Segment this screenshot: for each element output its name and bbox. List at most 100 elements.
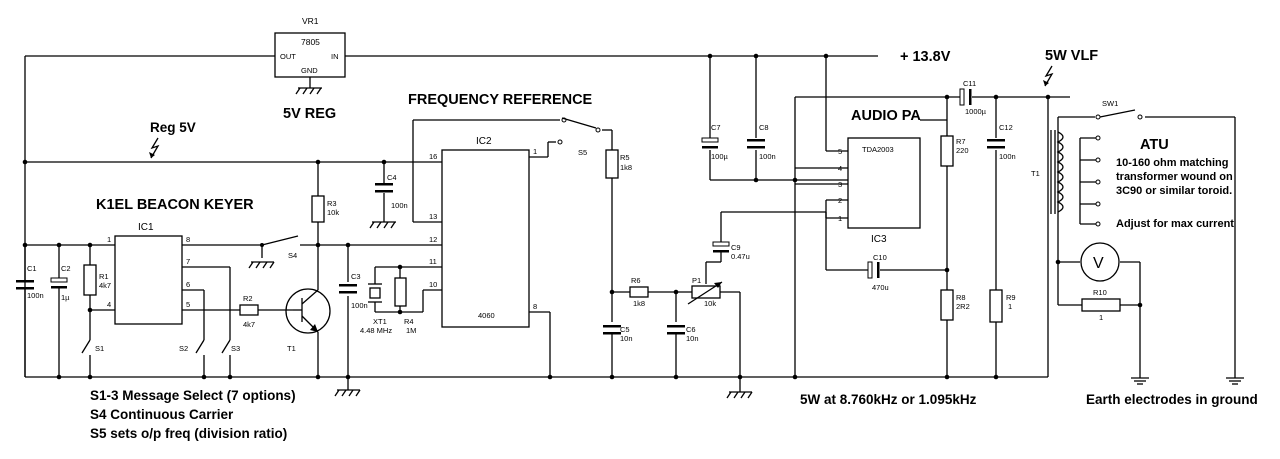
ic3-pin1: 1 xyxy=(838,214,842,223)
svg-text:10k: 10k xyxy=(327,208,339,217)
svg-text:C8: C8 xyxy=(759,123,769,132)
c7-capacitor: C7 100µ xyxy=(701,123,729,161)
atu-note-adjust: Adjust for max current xyxy=(1116,218,1234,230)
svg-text:S2: S2 xyxy=(179,344,188,353)
reg5v-label: Reg 5V xyxy=(150,120,196,135)
s3-switch: S3 xyxy=(221,339,240,354)
svg-text:1µ: 1µ xyxy=(61,293,70,302)
svg-text:C11: C11 xyxy=(963,79,976,88)
ic1-pin5: 5 xyxy=(186,300,190,309)
ic2-pin13: 13 xyxy=(429,212,437,221)
svg-text:R4: R4 xyxy=(404,317,414,326)
svg-text:C1: C1 xyxy=(27,264,37,273)
svg-text:100n: 100n xyxy=(391,201,408,210)
svg-text:4k7: 4k7 xyxy=(99,281,111,290)
atu-note-2: transformer wound on xyxy=(1116,171,1233,183)
ic1-pin7: 7 xyxy=(186,257,190,266)
svg-text:C9: C9 xyxy=(731,243,741,252)
vr1-gnd-label: GND xyxy=(301,66,318,75)
s2-switch: S2 xyxy=(179,339,205,354)
c5-capacitor: C5 10n xyxy=(603,325,633,343)
svg-text:R1: R1 xyxy=(99,272,109,281)
c10-capacitor: C10 470u xyxy=(867,253,889,292)
switches: S1 S2 S3 S4 xyxy=(81,99,1143,354)
r1-resistor: R1 4k7 xyxy=(83,264,111,296)
c1-capacitor: C1 100n xyxy=(16,264,44,300)
c11-capacitor: C11 1000µ xyxy=(959,79,987,116)
svg-text:0.47u: 0.47u xyxy=(731,252,750,261)
ic2-divider: IC2 4060 16 1 13 12 11 10 8 xyxy=(429,136,537,328)
s5-switch: S5 xyxy=(557,117,601,157)
r7-resistor: R7 220 xyxy=(940,135,969,167)
note-earth: Earth electrodes in ground xyxy=(1086,392,1258,407)
c6-capacitor: C6 10n xyxy=(667,325,699,343)
ic3-part: TDA2003 xyxy=(862,145,894,154)
svg-text:1: 1 xyxy=(1008,302,1012,311)
keyer-title: K1EL BEACON KEYER xyxy=(96,197,254,213)
annotations: K1EL BEACON KEYER FREQUENCY REFERENCE AU… xyxy=(90,48,1258,441)
r10-resistor: R10 1 xyxy=(1081,288,1121,322)
ic3-ref: IC3 xyxy=(871,234,887,245)
resistors: R1 4k7 R2 4k7 R3 10k R4 1M R5 1k8 R6 1k8 xyxy=(83,135,1121,335)
note-output: 5W at 8.760kHz or 1.095kHz xyxy=(800,392,977,407)
svg-text:C3: C3 xyxy=(351,272,361,281)
svg-text:R5: R5 xyxy=(620,153,630,162)
svg-text:10n: 10n xyxy=(686,334,699,343)
ground-symbol xyxy=(369,221,396,229)
ic1-pin1: 1 xyxy=(107,235,111,244)
r4-resistor: R4 1M xyxy=(394,277,416,335)
svg-text:R10: R10 xyxy=(1093,288,1107,297)
atu-title: ATU xyxy=(1140,137,1169,153)
svg-text:100n: 100n xyxy=(351,301,368,310)
svg-text:C7: C7 xyxy=(711,123,721,132)
supply-label: + 13.8V xyxy=(900,49,951,65)
ic1-ref: IC1 xyxy=(138,222,154,233)
ic2-ref: IC2 xyxy=(476,136,492,147)
ic3-pin3: 3 xyxy=(838,180,842,189)
rail-arrow-icons xyxy=(149,65,1054,159)
svg-text:10n: 10n xyxy=(620,334,633,343)
ic3-amplifier: IC3 TDA2003 5 4 3 2 1 xyxy=(838,137,921,245)
sw1-switch: SW1 xyxy=(1095,99,1143,120)
p1-potentiometer: P1 10k xyxy=(687,276,723,308)
svg-text:C6: C6 xyxy=(686,325,696,334)
svg-text:4.48 MHz: 4.48 MHz xyxy=(360,326,392,335)
svg-text:C12: C12 xyxy=(999,123,1013,132)
atu-note-1: 10-160 ohm matching xyxy=(1116,157,1228,169)
ic2-pin8: 8 xyxy=(533,302,537,311)
svg-text:S5: S5 xyxy=(578,148,587,157)
audio-pa-title: AUDIO PA xyxy=(851,108,921,124)
ground-symbol xyxy=(334,389,361,397)
ic2-part: 4060 xyxy=(478,311,495,320)
svg-text:C10: C10 xyxy=(873,253,887,262)
svg-text:R3: R3 xyxy=(327,199,337,208)
vlf-label: 5W VLF xyxy=(1045,48,1098,64)
junction-dots xyxy=(22,53,1143,380)
r5-resistor: R5 1k8 xyxy=(605,149,632,179)
ic1-keyer: IC1 1 8 7 6 5 4 xyxy=(107,222,190,325)
note-s5: S5 sets o/p freq (division ratio) xyxy=(90,426,287,441)
svg-text:C4: C4 xyxy=(387,173,397,182)
ic1-pin4: 4 xyxy=(107,300,111,309)
t1-transistor: T1 xyxy=(285,288,331,353)
vr1-part: 7805 xyxy=(301,37,320,47)
svg-text:V: V xyxy=(1093,255,1104,272)
ic1-pin8: 8 xyxy=(186,235,190,244)
svg-text:1k8: 1k8 xyxy=(620,163,632,172)
vr1-ref: VR1 xyxy=(302,16,319,26)
ic2-pin10: 10 xyxy=(429,280,437,289)
vr1-regulator: VR1 7805 OUT IN GND xyxy=(274,16,346,95)
svg-text:100n: 100n xyxy=(999,152,1016,161)
atu-note-3: 3C90 or similar toroid. xyxy=(1116,185,1232,197)
r8-resistor: R8 2R2 xyxy=(940,289,970,321)
svg-text:4k7: 4k7 xyxy=(243,320,255,329)
svg-text:R8: R8 xyxy=(956,293,966,302)
s4-switch: S4 xyxy=(248,235,299,269)
svg-text:1000µ: 1000µ xyxy=(965,107,987,116)
svg-text:C5: C5 xyxy=(620,325,630,334)
svg-text:2R2: 2R2 xyxy=(956,302,970,311)
svg-text:470u: 470u xyxy=(872,283,889,292)
svg-text:R9: R9 xyxy=(1006,293,1016,302)
svg-text:SW1: SW1 xyxy=(1102,99,1118,108)
ic2-pin11: 11 xyxy=(429,257,437,266)
